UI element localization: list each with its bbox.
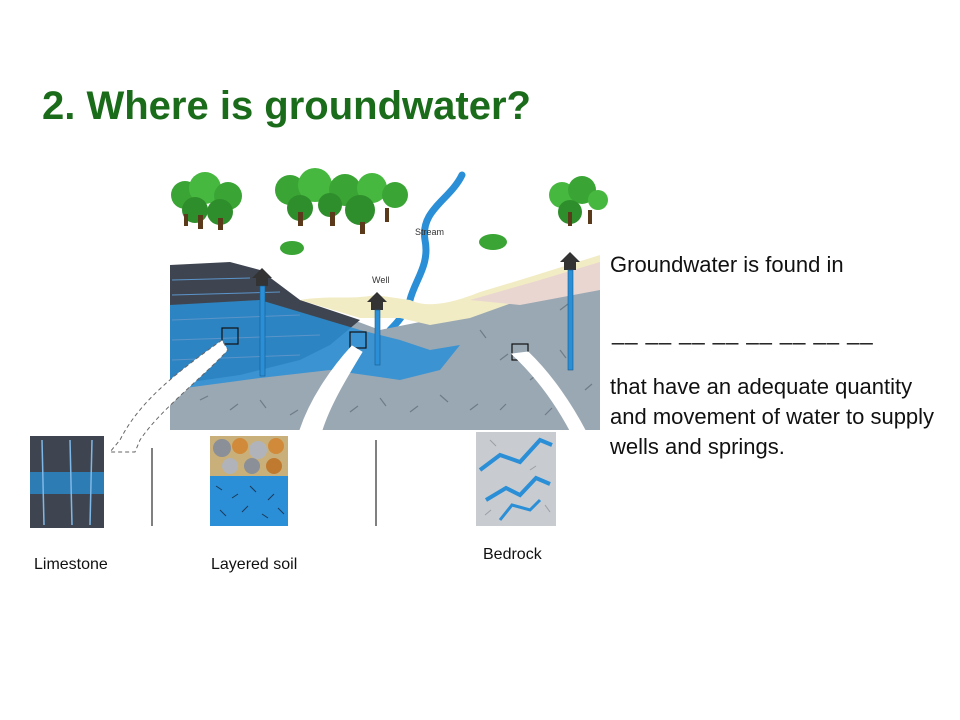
well-center [367, 292, 387, 366]
right-soil-layer [470, 262, 600, 305]
callout-arrow-soil [299, 345, 363, 431]
tree-cluster-right [549, 176, 608, 226]
groundwater-diagram: Stream Well [30, 168, 608, 528]
sample-marker-soil [349, 331, 367, 349]
explanation-first-line: Groundwater is found in [610, 252, 844, 277]
well-right [560, 252, 580, 371]
fill-in-blank: __ __ __ __ __ __ __ __ [612, 320, 874, 345]
explanation-second-part: that have an adequate quantity and movem… [610, 374, 935, 459]
tree-cluster-center [275, 168, 408, 234]
bush-left [280, 241, 304, 255]
limestone-sample [30, 436, 104, 528]
tree-cluster-left [171, 172, 242, 230]
sample-marker-limestone [221, 327, 239, 345]
slide-title: 2. Where is groundwater? [42, 84, 531, 128]
stream-label: Stream [415, 227, 444, 237]
caption-limestone: Limestone [34, 556, 108, 573]
bush-right [479, 234, 507, 250]
layered-soil-sample [210, 436, 288, 526]
well-label: Well [372, 275, 389, 285]
saturated-zone [170, 300, 460, 390]
callout-arrow-limestone [108, 339, 229, 453]
callout-arrow-bedrock [510, 351, 587, 447]
well-left [252, 268, 272, 377]
bedrock-sample [476, 432, 556, 526]
caption-layered-soil: Layered soil [211, 556, 298, 573]
caption-bedrock: Bedrock [483, 546, 542, 563]
